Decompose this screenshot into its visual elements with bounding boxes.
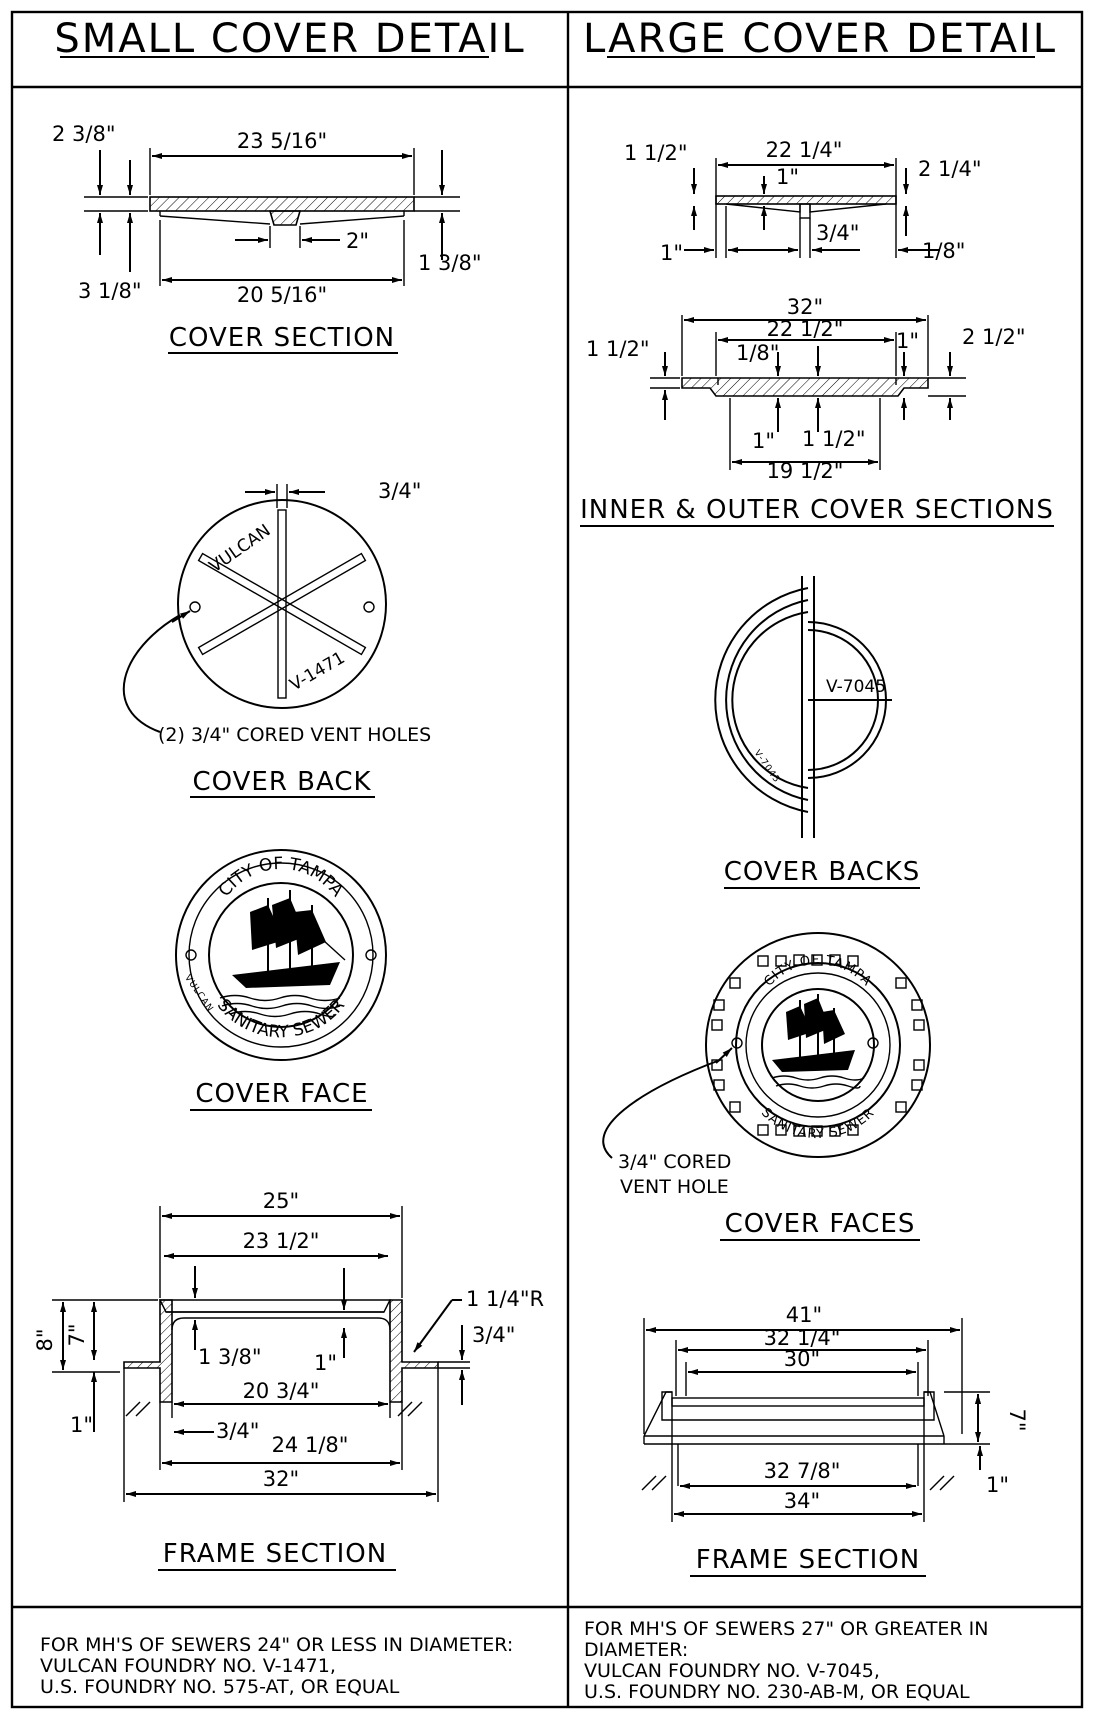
dim-1-left: 1" bbox=[70, 1413, 93, 1437]
dim-34: 34" bbox=[784, 1489, 820, 1513]
large-inner-cover-section bbox=[684, 158, 940, 258]
vent-hole-icon bbox=[185, 949, 197, 961]
vent-holes-callout: (2) 3/4" CORED VENT HOLES bbox=[158, 724, 431, 746]
dim-19-1-2: 19 1/2" bbox=[767, 459, 844, 483]
ring-bottom-text: SANITARY SEWER bbox=[213, 995, 349, 1042]
dim-1-frame: 1" bbox=[314, 1351, 337, 1375]
small-cover-face bbox=[175, 849, 387, 1061]
large-note-line-4: U.S. FOUNDRY NO. 230-AB-M, OR EQUAL bbox=[584, 1681, 970, 1703]
dim-1-outer-right: 1" bbox=[896, 329, 919, 353]
vent-hole-icon bbox=[867, 1037, 879, 1049]
large-cover-backs bbox=[714, 576, 892, 838]
vent-hole-icon bbox=[731, 1037, 743, 1049]
dim-2-1-2: 2 1/2" bbox=[962, 325, 1026, 349]
dim-7-large: 7" bbox=[1005, 1408, 1029, 1431]
ship-icon bbox=[219, 890, 346, 1018]
dim-3-4-rib: 3/4" bbox=[378, 479, 421, 503]
dim-32-7-8: 32 7/8" bbox=[764, 1459, 841, 1483]
model-v7045-ring: V-7045 bbox=[752, 749, 782, 786]
large-cover-detail-header: LARGE COVER DETAIL bbox=[583, 16, 1057, 62]
dim-2-1-4: 2 1/4" bbox=[918, 157, 982, 181]
small-cover-face-caption: COVER FACE bbox=[195, 1079, 368, 1109]
small-note-line-3: U.S. FOUNDRY NO. 575-AT, OR EQUAL bbox=[40, 1676, 400, 1698]
dim-1-3-8: 1 3/8" bbox=[418, 251, 482, 275]
dim-41: 41" bbox=[786, 1303, 822, 1327]
vent-hole-icon bbox=[189, 601, 201, 613]
ship-icon bbox=[771, 994, 865, 1089]
dim-3-1-8: 3 1/8" bbox=[78, 279, 142, 303]
large-cover-faces bbox=[602, 932, 931, 1159]
dim-1-inner-top: 1" bbox=[776, 165, 799, 189]
dim-1-outer-bottom: 1" bbox=[752, 429, 775, 453]
large-cover-backs-caption: COVER BACKS bbox=[724, 857, 921, 887]
dim-1-3-8-frame: 1 3/8" bbox=[198, 1345, 262, 1369]
large-outer-cover-section bbox=[650, 315, 966, 470]
dim-32: 32" bbox=[263, 1467, 299, 1491]
dim-32-outer: 32" bbox=[787, 295, 823, 319]
dim-22-1-2: 22 1/2" bbox=[767, 317, 844, 341]
dim-20-5-16: 20 5/16" bbox=[237, 283, 327, 307]
large-frame-section-caption: FRAME SECTION bbox=[696, 1545, 920, 1575]
vent-hole-icon bbox=[365, 949, 377, 961]
dim-7: 7" bbox=[65, 1323, 89, 1346]
brand-vulcan: VULCAN bbox=[206, 521, 275, 577]
small-frame-section bbox=[52, 1206, 470, 1502]
small-note: FOR MH'S OF SEWERS 24" OR LESS IN DIAMET… bbox=[40, 1634, 513, 1698]
small-cover-section bbox=[84, 148, 460, 286]
small-cover-back-caption: COVER BACK bbox=[192, 767, 371, 797]
sheet-border bbox=[10, 10, 1084, 1709]
large-ring-bottom-text: SANITARY SEWER bbox=[758, 1105, 878, 1142]
dim-30: 30" bbox=[784, 1347, 820, 1371]
model-v7045: V-7045 bbox=[826, 677, 886, 697]
model-v1471: V-1471 bbox=[287, 648, 349, 695]
dim-20-3-4: 20 3/4" bbox=[243, 1379, 320, 1403]
dim-2: 2" bbox=[346, 229, 369, 253]
small-note-line-1: FOR MH'S OF SEWERS 24" OR LESS IN DIAMET… bbox=[40, 1634, 513, 1656]
leader-line bbox=[602, 1059, 721, 1159]
dim-2-3-8: 2 3/8" bbox=[52, 122, 116, 146]
small-cover-section-caption: COVER SECTION bbox=[169, 323, 395, 353]
dim-1-1-2-outer-bottom: 1 1/2" bbox=[802, 427, 866, 451]
dim-23-5-16: 23 5/16" bbox=[237, 129, 327, 153]
large-note-line-3: VULCAN FOUNDRY NO. V-7045, bbox=[584, 1660, 880, 1682]
dim-1-1-2-inner: 1 1/2" bbox=[624, 141, 688, 165]
dim-3-4-inner: 3/4" bbox=[816, 221, 859, 245]
small-note-line-2: VULCAN FOUNDRY NO. V-1471, bbox=[40, 1655, 336, 1677]
large-note-line-2: DIAMETER: bbox=[584, 1639, 688, 1661]
large-cover-faces-caption: COVER FACES bbox=[725, 1209, 916, 1239]
vent-hole-callout-2: VENT HOLE bbox=[620, 1176, 729, 1198]
small-cover-detail-header: SMALL COVER DETAIL bbox=[54, 16, 525, 62]
large-frame-section bbox=[641, 1318, 990, 1522]
small-frame-section-caption: FRAME SECTION bbox=[163, 1539, 387, 1569]
dim-1-1-4-r: 1 1/4"R bbox=[466, 1287, 544, 1311]
dim-8: 8" bbox=[33, 1328, 57, 1351]
ring-left-text: VULCAN bbox=[182, 973, 215, 1014]
dim-23-1-2: 23 1/2" bbox=[243, 1229, 320, 1253]
pattern-squares bbox=[711, 954, 925, 1137]
dim-1-inner-left: 1" bbox=[660, 241, 683, 265]
dim-3-4-flange: 3/4" bbox=[472, 1323, 515, 1347]
dim-1-large: 1" bbox=[986, 1473, 1009, 1497]
large-note: FOR MH'S OF SEWERS 27" OR GREATER IN DIA… bbox=[584, 1618, 988, 1703]
dim-1-8-outer: 1/8" bbox=[736, 341, 779, 365]
dim-22-1-4: 22 1/4" bbox=[766, 138, 843, 162]
inner-outer-sections-caption: INNER & OUTER COVER SECTIONS bbox=[580, 495, 1054, 525]
dim-1-8-inner: 1/8" bbox=[922, 239, 965, 263]
leader-line bbox=[122, 614, 181, 733]
dim-3-4-bottom: 3/4" bbox=[216, 1419, 259, 1443]
dim-32-1-4: 32 1/4" bbox=[764, 1326, 841, 1350]
dim-1-1-2-outer: 1 1/2" bbox=[586, 337, 650, 361]
small-cover-back bbox=[122, 484, 387, 733]
vent-hole-icon bbox=[363, 601, 375, 613]
dim-25: 25" bbox=[263, 1189, 299, 1213]
large-note-line-1: FOR MH'S OF SEWERS 27" OR GREATER IN bbox=[584, 1618, 988, 1640]
vent-hole-callout-1: 3/4" CORED bbox=[618, 1151, 731, 1173]
dim-24-1-8: 24 1/8" bbox=[272, 1433, 349, 1457]
